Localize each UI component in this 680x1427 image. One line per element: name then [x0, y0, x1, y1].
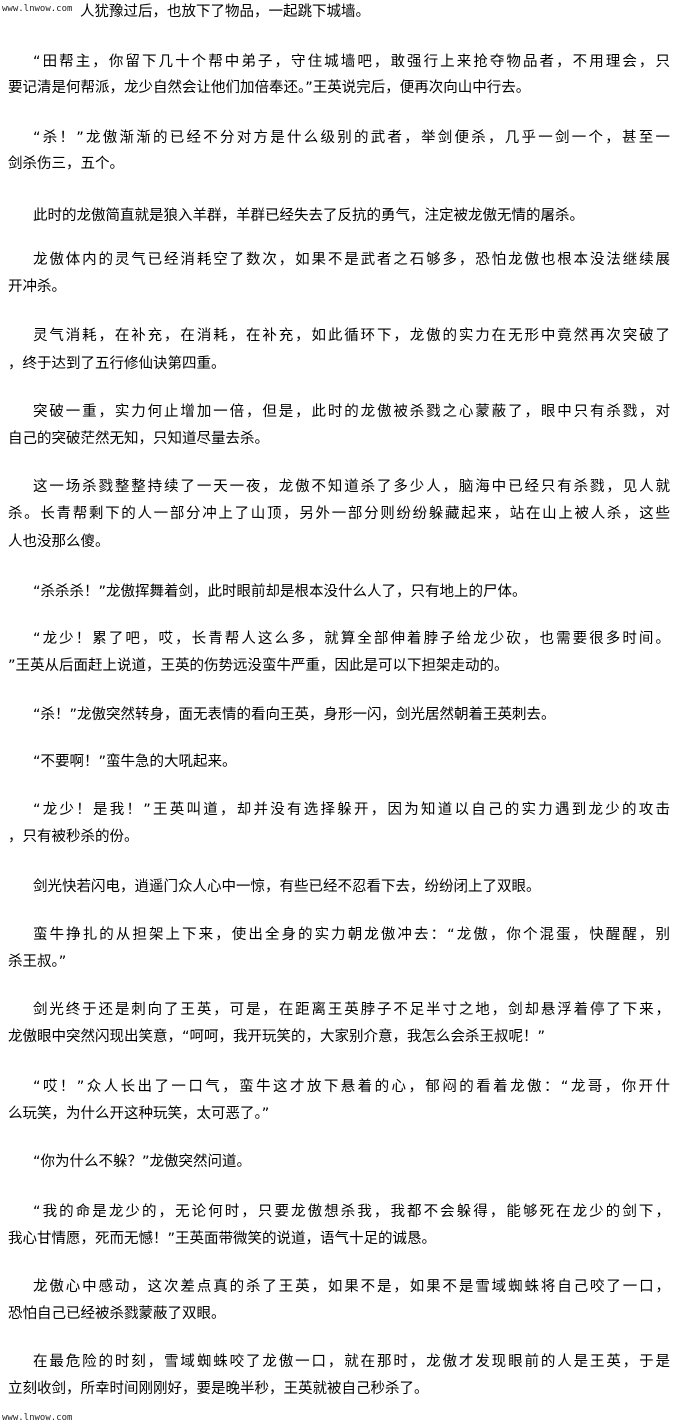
- paragraph-line: 立刻收剑，所幸时间刚刚好，要是晚半秒，王英就被自己秒杀了。: [8, 1381, 429, 1397]
- paragraph-line: “龙少！是我！”王英叫道，却并没有选择躲开，因为知道以自己的实力遇到龙少的攻击: [33, 802, 670, 818]
- paragraph-line: 龙傲心中感动，这次差点真的杀了王英，如果不是，如果不是雪域蜘蛛将自己咬了一口，: [33, 1279, 670, 1295]
- paragraph-line: 么玩笑，为什么开这种玩笑，太可恶了。”: [8, 1106, 270, 1122]
- paragraph-line: 龙傲体内的灵气已经消耗空了数次，如果不是武者之石够多，恐怕龙傲也根本没法继续展: [33, 252, 670, 268]
- paragraph-line: 要记清是何帮派，龙少自然会让他们加倍奉还。”王英说完后，便再次向山中行去。: [8, 80, 531, 96]
- paragraph-line: 在最危险的时刻，雪域蜘蛛咬了龙傲一口，就在那时，龙傲才发现眼前的人是王英，于是: [33, 1354, 670, 1370]
- paragraph-line: 开冲杀。: [8, 279, 66, 295]
- paragraph-line: “龙少！累了吧，哎，长青帮人这么多，就算全部伸着脖子给龙少砍，也需要很多时间。: [33, 631, 670, 647]
- paragraph-line: “田帮主，你留下几十个帮中弟子，守住城墙吧，敢强行上来抢夺物品者，不用理会，只: [33, 54, 670, 70]
- paragraph-line: “你为什么不躲？”龙傲突然问道。: [33, 1154, 252, 1170]
- paragraph-line: “我的命是龙少的，无论何时，只要龙傲想杀我，我都不会躲得，能够死在龙少的剑下，: [33, 1204, 670, 1220]
- paragraph-line: “杀杀杀！”龙傲挥舞着剑，此时眼前却是根本没什么人了，只有地上的尸体。: [33, 584, 527, 600]
- paragraph-line: 剑光终于还是刺向了王英，可是，在距离王英脖子不足半寸之地，剑却悬浮着停了下来，: [33, 1002, 670, 1018]
- paragraph-line: ，只有被秒杀的份。: [8, 829, 139, 845]
- paragraph-line: 剑光快若闪电，逍遥门众人心中一惊，有些已经不忍看下去，纷纷闭上了双眼。: [33, 879, 541, 895]
- paragraph-line: 杀王叔。”: [8, 954, 67, 970]
- paragraph-line: 自己的突破茫然无知，只知道尽量去杀。: [8, 431, 269, 447]
- watermark-bottom: www.lnwow.com: [2, 1413, 73, 1423]
- paragraph-line: 我心甘情愿，死而无憾！”王英面带微笑的说道，语气十足的诚恳。: [8, 1231, 437, 1247]
- paragraph-line: 人也没那么傻。: [8, 534, 110, 550]
- paragraph-line: ”王英从后面赶上说道，王英的伤势远没蛮牛严重，因此是可以下担架走动的。: [8, 658, 509, 674]
- paragraph-line: “杀！”龙傲突然转身，面无表情的看向王英，身形一闪，剑光居然朝着王英刺去。: [33, 707, 556, 723]
- paragraph-line: 此时的龙傲简直就是狼入羊群，羊群已经失去了反抗的勇气，注定被龙傲无情的屠杀。: [33, 208, 584, 224]
- paragraph-line: 灵气消耗，在补充，在消耗，在补充，如此循环下，龙傲的实力在无形中竟然再次突破了: [33, 328, 670, 344]
- paragraph-line: “杀！”龙傲渐渐的已经不分对方是什么级别的武者，举剑便杀，几乎一剑一个，甚至一: [33, 130, 670, 146]
- paragraph-line: 蛮牛挣扎的从担架上下来，使出全身的实力朝龙傲冲去：“龙傲，你个混蛋，快醒醒，别: [33, 927, 670, 943]
- paragraph-line: “哎！”众人长出了一口气，蛮牛这才放下悬着的心，郁闷的看着龙傲：“龙哥，你开什: [33, 1079, 670, 1095]
- paragraph-line: 人犹豫过后，也放下了物品，一起跳下城墙。: [80, 4, 370, 20]
- paragraph-line: ，终于达到了五行修仙诀第四重。: [8, 356, 226, 372]
- paragraph-line: 这一场杀戮整整持续了一天一夜，龙傲不知道杀了多少人，脑海中已经只有杀戮，见人就: [33, 479, 670, 495]
- paragraph-line: 剑杀伤三，五个。: [8, 156, 124, 172]
- paragraph-line: 杀。长青帮剩下的人一部分冲上了山顶，另外一部分则纷纷躲藏起来，站在山上被人杀，这…: [8, 506, 670, 522]
- paragraph-line: 恐怕自己已经被杀戮蒙蔽了双眼。: [8, 1306, 226, 1322]
- paragraph-line: 突破一重，实力何止增加一倍，但是，此时的龙傲被杀戮之心蒙蔽了，眼中只有杀戮，对: [33, 404, 670, 420]
- watermark-top: www.lnwow.com: [2, 4, 73, 14]
- paragraph-line: 龙傲眼中突然闪现出笑意，“呵呵，我开玩笑的，大家别介意，我怎么会杀王叔呢！”: [8, 1029, 546, 1045]
- paragraph-line: “不要啊！”蛮牛急的大吼起来。: [33, 754, 237, 770]
